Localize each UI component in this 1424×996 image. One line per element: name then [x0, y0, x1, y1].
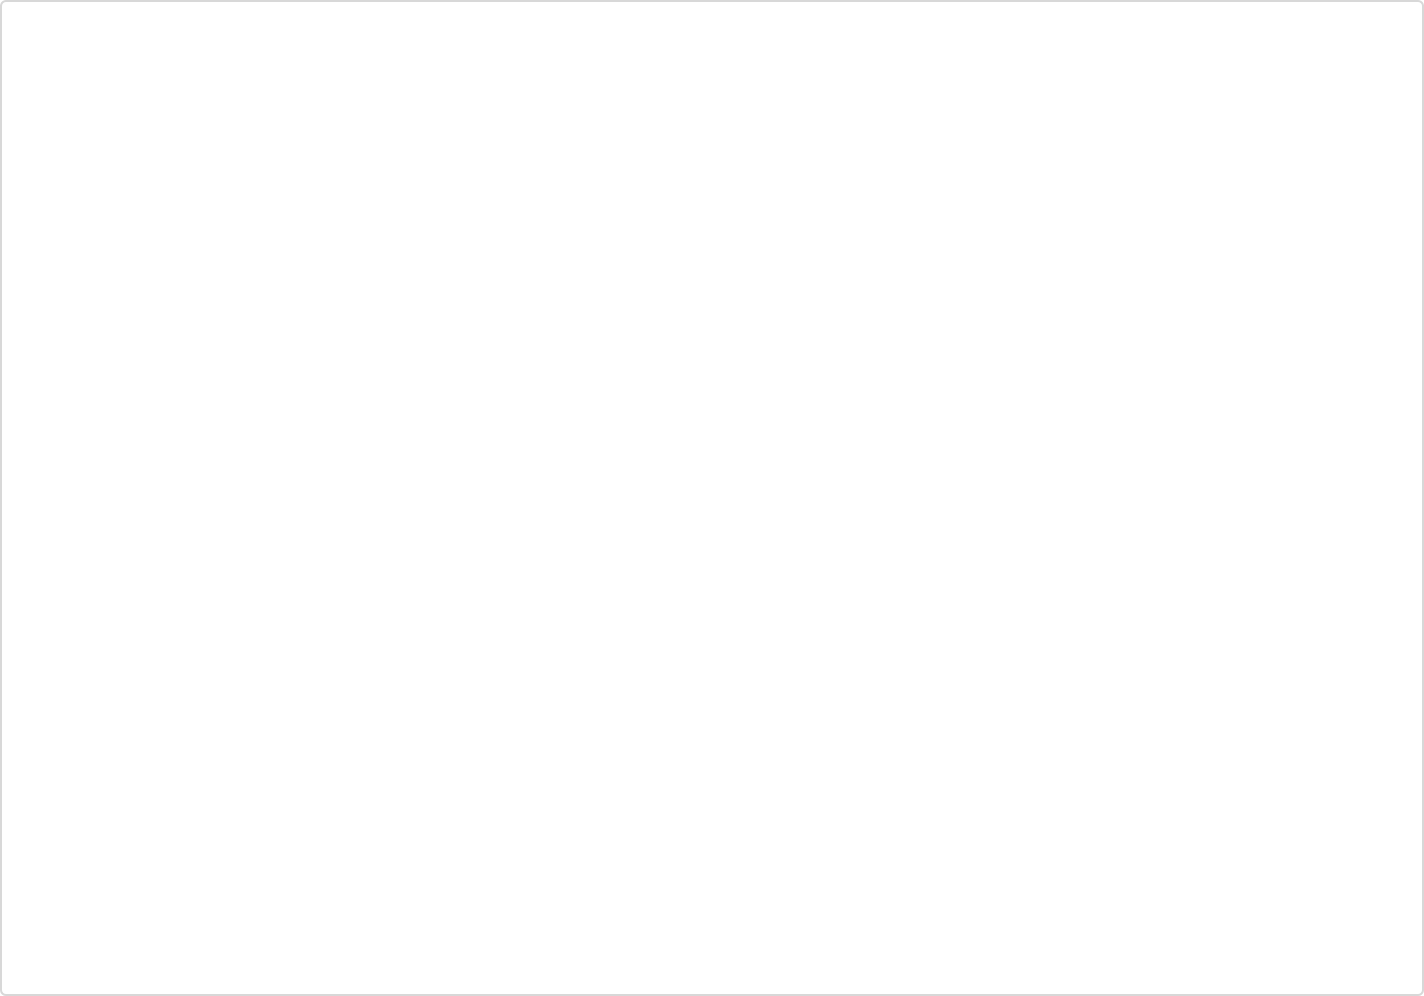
wire-layer: [2, 2, 1424, 996]
diagram-canvas: [0, 0, 1424, 996]
overlay-layer: [2, 2, 1424, 996]
